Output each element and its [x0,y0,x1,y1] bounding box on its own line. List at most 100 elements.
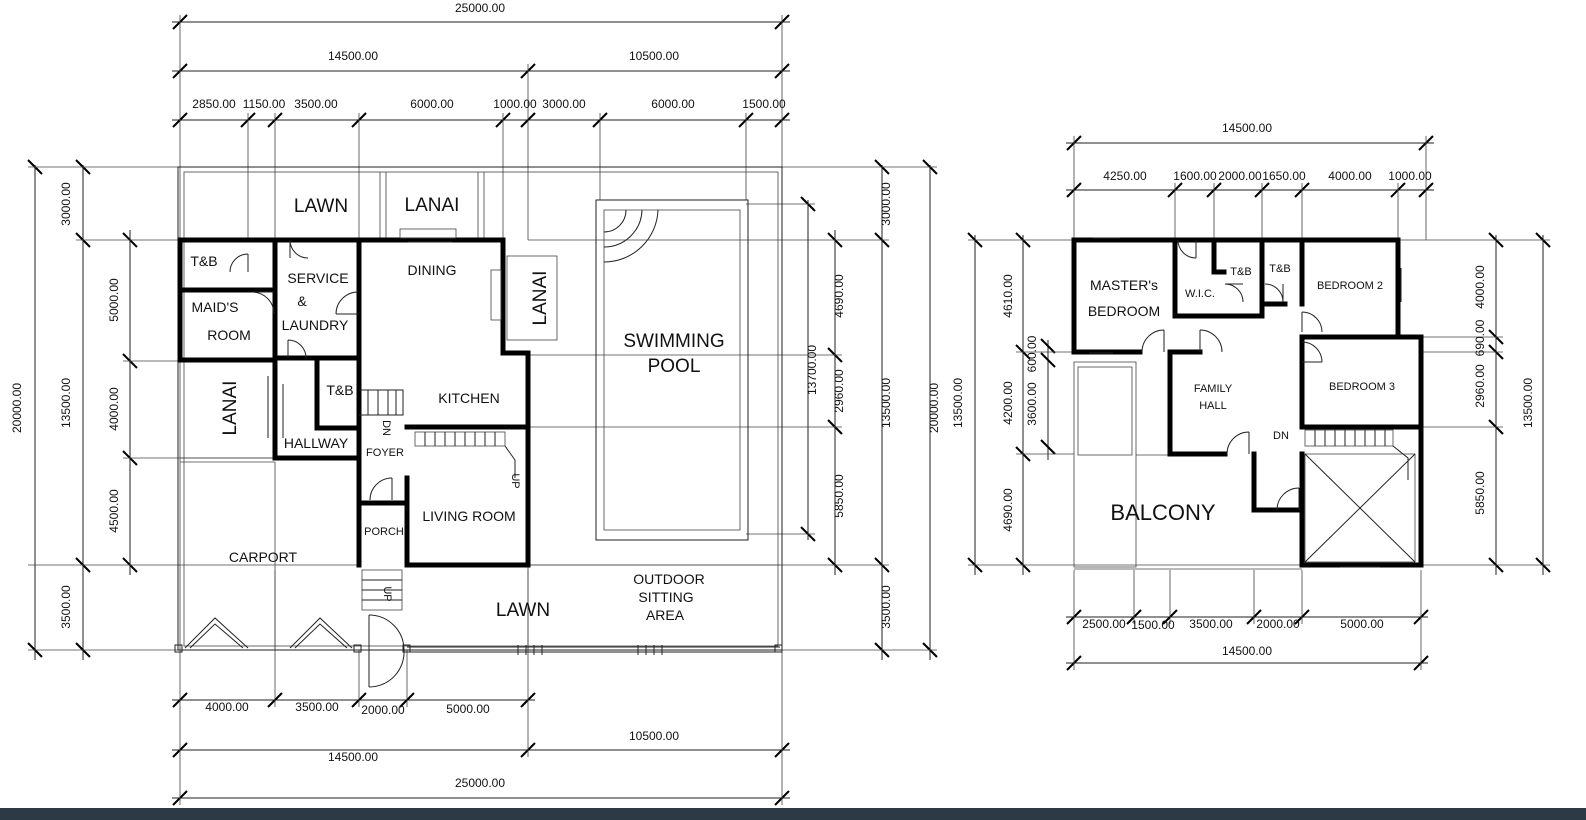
second-top-overall-dim: 14500.00 [1222,121,1272,135]
taskbar-strip [0,808,1586,820]
ground-left-seg-dim: 3000.00 [59,182,73,226]
second-left-seg-dim: 4200.00 [1001,381,1015,425]
ground-bottom-seg-dim: 3500.00 [295,700,339,714]
second-left-seg-dim: 600.00 [1025,335,1039,372]
ground-right-middle-dim: 13500.00 [879,378,893,428]
porch-label: PORCH [364,526,404,538]
ground-top-seg-dim: 1500.00 [742,97,786,111]
second-bottom-overall-dim: 14500.00 [1222,644,1272,658]
second-top-seg-dim: 1600.00 [1173,169,1217,183]
ground-room-labels: LAWN LANAI T&B MAID'S ROOM SERVICE & LAU… [190,195,724,623]
lanai-top-label: LANAI [405,195,460,216]
service-label: SERVICE [287,270,348,286]
ground-right-seg-dim: 3500.00 [879,585,893,629]
bedroom-3-label: BEDROOM 3 [1329,381,1395,393]
second-left-dimensions: 4610.00 4200.00 3600.00 600.00 4690.00 1… [951,232,1074,575]
second-right-seg-dim: 690.00 [1473,319,1487,356]
second-right-seg-dim: 5850.00 [1473,471,1487,515]
ground-left-seg-dim: 4000.00 [107,387,121,431]
lawn-top-label: LAWN [294,196,348,217]
second-bottom-seg-dim: 2500.00 [1082,617,1126,631]
second-right-dimensions: 4000.00 690.00 2960.00 5850.00 13500.00 [1398,232,1551,575]
second-bottom-seg-dim: 2000.00 [1256,617,1300,631]
second-top-seg-dim: 1000.00 [1388,169,1432,183]
second-right-seg-dim: 2960.00 [1473,364,1487,408]
service-label: & [297,293,307,309]
ground-left-dimensions: 3000.00 5000.00 4000.00 4500.00 3500.00 … [10,159,275,660]
ground-left-middle-dim: 13500.00 [59,378,73,428]
ground-bottom-overall-dim: 25000.00 [455,776,505,790]
ground-right-overall-dim: 20000.00 [927,383,941,433]
tb-label: T&B [1230,266,1251,278]
tb-label: T&B [190,253,217,269]
ground-top-seg-dim: 1000.00 [493,97,537,111]
ground-walls [177,237,531,568]
outdoor-area-label: OUTDOOR [633,571,705,587]
second-left-seg-dim: 3600.00 [1025,382,1039,426]
second-top-seg-dim: 1650.00 [1262,169,1306,183]
ground-right-pool-dim: 13700.00 [805,345,819,395]
second-balcony [1073,361,1302,570]
foyer-label: FOYER [366,447,404,459]
family-hall-label: HALL [1199,400,1227,412]
second-left-seg-dim: 4690.00 [1001,488,1015,532]
kitchen-label: KITCHEN [438,390,499,406]
bedroom-2-label: BEDROOM 2 [1317,280,1383,292]
maids-room-label: MAID'S [191,299,238,315]
ground-bottom-left-dim: 14500.00 [328,750,378,764]
second-floor-plan: 14500.00 4250.00 1600.00 2000.00 1650.00… [951,121,1551,671]
second-bottom-seg-dim: 3500.00 [1189,617,1233,631]
ground-top-overall-dim: 25000.00 [455,1,505,15]
ground-left-seg-dim: 4500.00 [107,489,121,533]
second-top-dimensions: 14500.00 4250.00 1600.00 2000.00 1650.00… [1066,121,1434,240]
tb-label: T&B [326,382,353,398]
ground-top-seg-dim: 6000.00 [410,97,454,111]
ground-bottom-right-dim: 10500.00 [629,729,679,743]
outdoor-area-label: SITTING [638,589,693,605]
ground-left-seg-dim: 3500.00 [59,585,73,629]
ground-left-seg-dim: 5000.00 [107,278,121,322]
ground-site-boundary [174,166,783,688]
second-bottom-dimensions: 2500.00 1500.00 3500.00 2000.00 5000.00 … [1066,570,1429,671]
living-room-label: LIVING ROOM [422,508,515,524]
ground-top-seg-dim: 2850.00 [192,97,236,111]
swimming-pool-label: POOL [648,356,701,377]
second-top-seg-dim: 2000.00 [1218,169,1262,183]
stair-down-label: DN [1273,430,1289,442]
second-doors [1089,237,1416,568]
ground-right-seg-dim: 4690.00 [832,274,846,318]
hallway-label: HALLWAY [284,435,349,451]
ground-top-seg-dim: 1150.00 [243,97,286,111]
ground-bottom-seg-dim: 4000.00 [205,700,249,714]
ground-bottom-dimensions: 4000.00 3500.00 2000.00 5000.00 14500.00… [172,570,790,806]
second-top-seg-dim: 4250.00 [1103,169,1147,183]
second-right-seg-dim: 4000.00 [1473,265,1487,309]
ground-right-seg-dim: 5850.00 [832,474,846,518]
masters-bedroom-label: MASTER's [1090,277,1158,293]
maids-room-label: ROOM [207,327,251,343]
ground-top-left-dim: 14500.00 [328,49,378,63]
ground-top-seg-dim: 3000.00 [542,97,586,111]
second-top-seg-dim: 4000.00 [1328,169,1372,183]
lanai-right-label: LANAI [530,271,551,326]
balcony-label: BALCONY [1110,500,1215,525]
ground-bottom-seg-dim: 5000.00 [446,702,490,716]
ground-left-overall-dim: 20000.00 [10,383,24,433]
stair-up-label: UP [381,586,393,601]
second-bottom-seg-dim: 1500.00 [1131,618,1175,632]
stair-down-label: DN [380,420,392,436]
ground-doors [229,228,558,611]
walk-in-closet-label: W.I.C. [1185,288,1215,300]
dining-label: DINING [408,262,457,278]
second-walls [1071,237,1424,568]
tb-label: T&B [1269,263,1290,275]
second-left-seg-dim: 4610.00 [1001,274,1015,318]
second-left-overall-dim: 13500.00 [951,378,965,428]
masters-bedroom-label: BEDROOM [1088,303,1160,319]
ground-bottom-seg-dim: 2000.00 [361,703,405,717]
lawn-bottom-label: LAWN [496,600,550,621]
second-room-labels: MASTER's BEDROOM W.I.C. T&B T&B BEDROOM … [1088,263,1395,525]
swimming-pool-label: SWIMMING [623,331,724,352]
ground-top-seg-dim: 6000.00 [651,97,695,111]
